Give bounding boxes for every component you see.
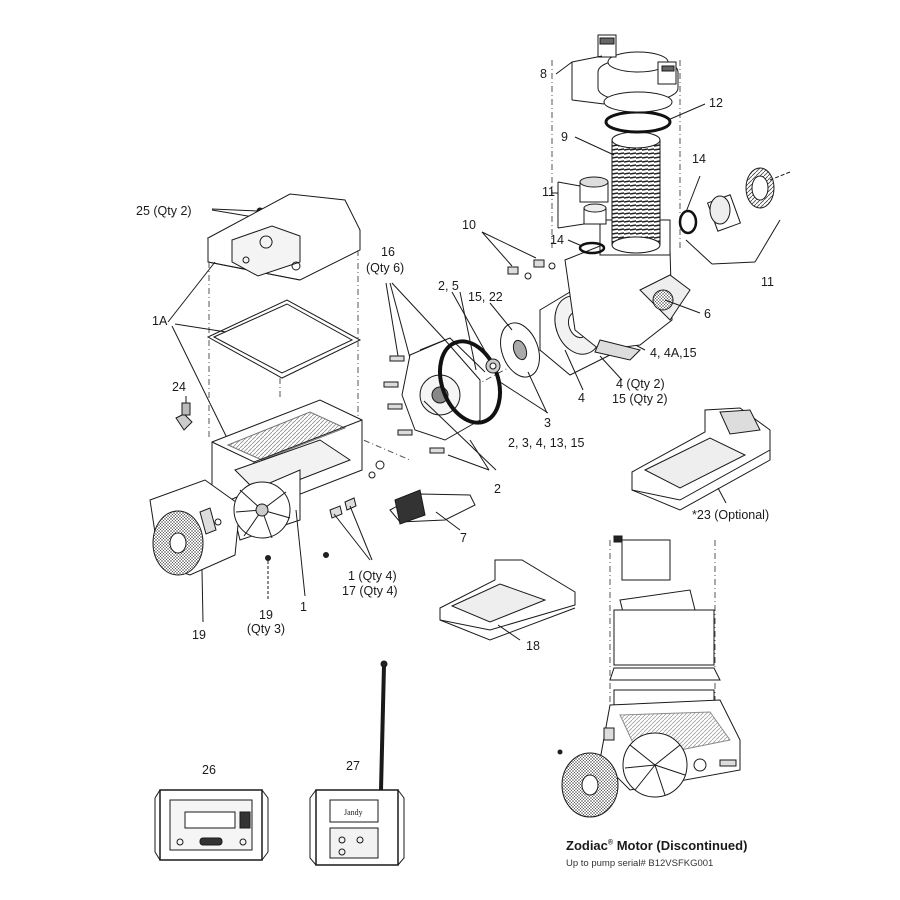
callout-10: 10 [462,218,476,232]
callout-14-left: 14 [550,233,564,247]
callout-1-qty: 1 (Qty 4) [348,569,397,583]
part-2-5-seal [485,358,501,374]
callout-16: 16 [381,245,395,259]
jandy-logo-text: Jandy [344,808,363,817]
callout-24: 24 [172,380,186,394]
callout-15-qty: 15 (Qty 2) [612,392,668,406]
callout-16-qty: (Qty 6) [366,261,405,275]
part-11-union-right [678,167,775,235]
callout-4-4a-15: 4, 4A,15 [650,346,697,360]
part-27-wireless-module [309,660,405,866]
callout-7: 7 [460,531,467,545]
callout-2-5: 2, 5 [438,279,459,293]
callout-19-qty-number: 19 [259,608,273,622]
callout-11-right: 11 [761,275,774,289]
callout-3: 3 [544,416,551,430]
part-8-lid [597,34,679,113]
caption-subtitle: Up to pump serial# B12VSFKG001 [566,858,714,869]
part-10-plugs [507,259,556,280]
callout-1a: 1A [152,314,168,328]
part-9-strainer-basket [611,131,661,254]
callout-19-qty: (Qty 3) [246,622,286,636]
callout-2: 2 [494,482,501,496]
callout-18: 18 [526,639,540,653]
callout-17-qty: 17 (Qty 4) [342,584,398,598]
callout-4-qty: 4 (Qty 2) [616,377,665,391]
part-1a-cover [206,193,361,281]
callout-2-3-4-13-15: 2, 3, 4, 13, 15 [508,436,585,450]
part-11-union-left [579,176,609,225]
part-19-fan-cover [149,479,241,576]
part-7-bracket [389,489,476,525]
callout-6: 6 [704,307,711,321]
motor-fan [233,481,291,539]
part-23-base [631,407,771,511]
part-26-controller [154,789,269,861]
callout-8: 8 [540,67,547,81]
callout-19: 19 [192,628,206,642]
callout-26: 26 [202,763,216,777]
callout-12: 12 [709,96,723,110]
part-18-base [439,559,576,641]
callout-9: 9 [561,130,568,144]
caption-title: Zodiac® Motor (Discontinued) [566,838,748,853]
callout-14-right: 14 [692,152,706,166]
part-1-17-screws [329,497,373,561]
callout-1: 1 [300,600,307,614]
part-3-impeller [500,322,540,378]
zodiac-motor-assembly [557,535,741,818]
callout-23-optional: *23 (Optional) [692,508,770,522]
callout-25: 25 (Qty 2) [136,204,192,218]
callout-27: 27 [346,759,360,773]
part-24-fitting [175,396,193,431]
callout-4: 4 [578,391,585,405]
callout-15-22: 15, 22 [468,290,503,304]
callout-11-left: 11 [542,185,555,199]
part-1a-gasket [206,299,362,379]
